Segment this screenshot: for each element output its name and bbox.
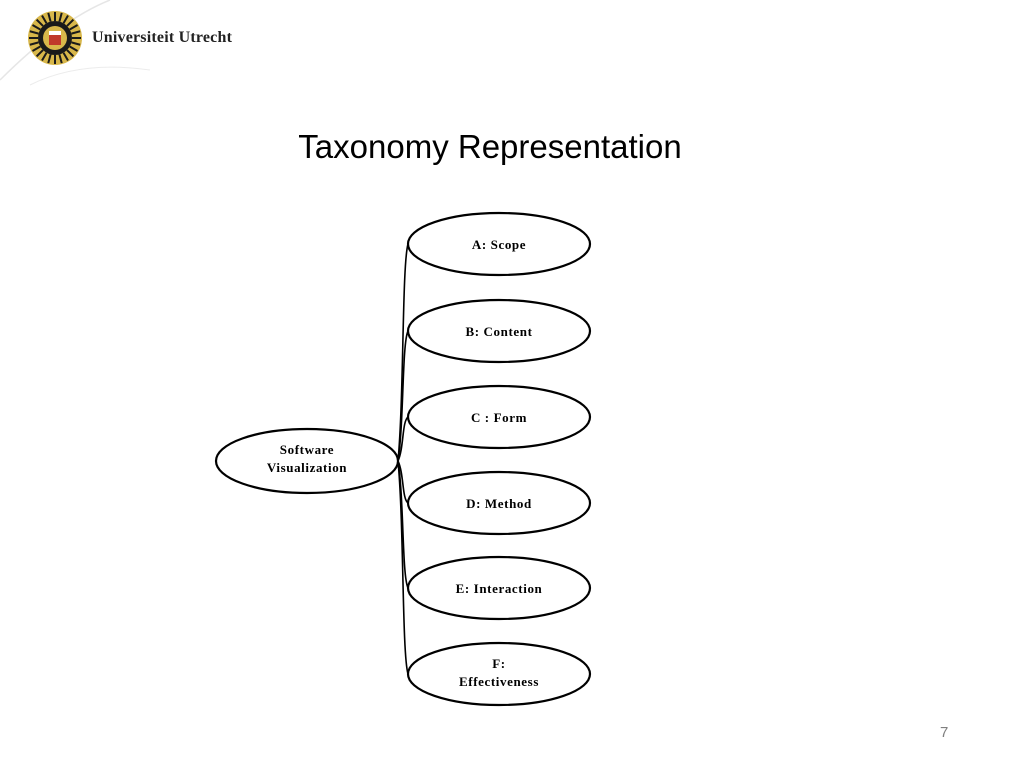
logo-ray (69, 24, 79, 31)
child-node-f: F: Effectiveness (406, 641, 592, 707)
child-node-c-label: C : Form (471, 410, 527, 425)
header-logo (0, 0, 151, 86)
logo-ray (66, 49, 75, 58)
root-node: Software Visualization (214, 427, 400, 495)
child-node-e-shape (406, 555, 592, 621)
child-node-d: D: Method (406, 470, 592, 536)
brand-name: Universiteit Utrecht (92, 29, 233, 46)
child-node-e-label: E: Interaction (456, 581, 543, 596)
logo-ray (58, 54, 63, 64)
root-node-label-1: Software (280, 442, 334, 457)
logo-ray (58, 12, 63, 22)
logo-ray (47, 54, 52, 64)
page-number: 7 (940, 724, 949, 741)
logo-ray (41, 52, 48, 62)
logo-ray (31, 24, 41, 31)
connector-line (397, 416, 409, 462)
child-node-a: A: Scope (406, 211, 592, 277)
connector-line (397, 330, 409, 462)
slide-title: Taxonomy Representation (298, 128, 682, 165)
connector-line (397, 460, 409, 675)
child-node-d-shape (406, 470, 592, 536)
logo-ray (71, 41, 81, 46)
child-node-f-label-1: F: (492, 656, 505, 671)
logo-ray (62, 52, 69, 62)
logo-ray (35, 49, 44, 58)
logo-ray (29, 41, 39, 46)
header-swoosh-2 (29, 66, 151, 86)
child-node-a-shape (406, 211, 592, 277)
logo-ray (31, 45, 41, 52)
logo-ray (71, 30, 81, 35)
logo-ray (66, 18, 75, 27)
child-node-c-shape (406, 384, 592, 450)
child-node-c: C : Form (406, 384, 592, 450)
child-node-b-label: B: Content (465, 324, 532, 339)
logo-ray (47, 12, 52, 22)
child-node-f-shape (406, 641, 592, 707)
logo-ray (35, 18, 44, 27)
root-node-shape (214, 427, 400, 495)
logo-ray (29, 30, 39, 35)
root-node-label-2: Visualization (267, 460, 347, 475)
child-node-f-label-2: Effectiveness (459, 674, 539, 689)
child-node-a-label: A: Scope (472, 237, 526, 252)
logo-ray (41, 14, 48, 24)
child-node-d-label: D: Method (466, 496, 532, 511)
sun-emblem-icon (28, 11, 82, 65)
logo-ray (69, 45, 79, 52)
child-node-e: E: Interaction (406, 555, 592, 621)
connector-line (397, 243, 409, 462)
child-node-b-shape (406, 298, 592, 364)
child-node-b: B: Content (406, 298, 592, 364)
logo-ray (62, 14, 69, 24)
connectors (397, 243, 409, 675)
